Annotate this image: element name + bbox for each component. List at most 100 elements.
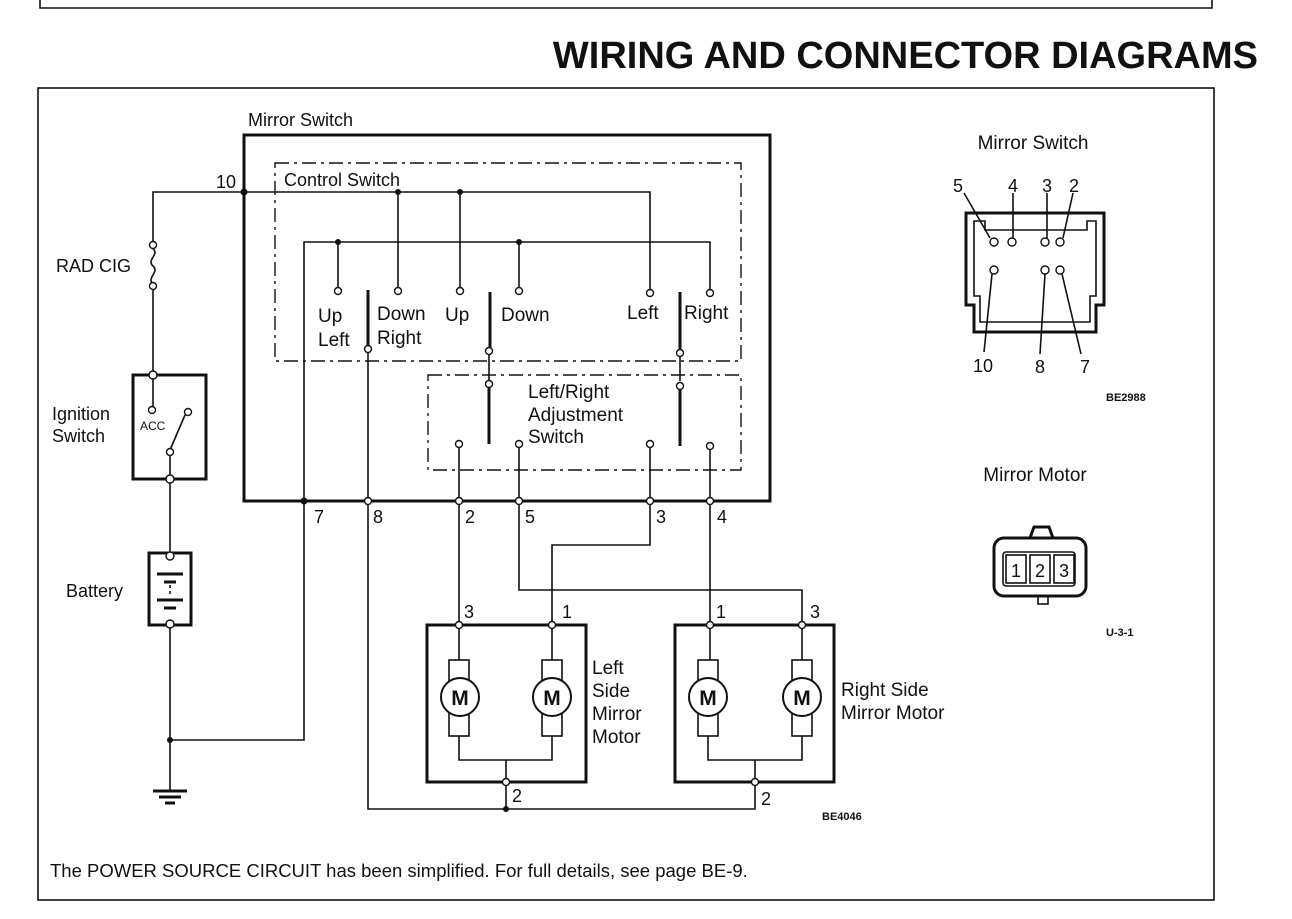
motor-symbol: M <box>699 687 717 710</box>
acc-label: ACC <box>140 419 166 433</box>
right-motor-label: Mirror Motor <box>841 703 945 724</box>
mirror-switch-box <box>242 133 772 503</box>
connector-mirror-switch-title: Mirror Switch <box>978 133 1089 154</box>
connector-pin <box>1007 237 1017 247</box>
left-motor-label: Left <box>592 658 624 679</box>
right-motor-pin-label: 2 <box>761 789 771 809</box>
contact-up <box>455 286 465 296</box>
connector-pin <box>1055 265 1065 275</box>
adj-contact <box>514 439 524 449</box>
motor-icon <box>782 677 822 717</box>
battery-box <box>147 551 193 627</box>
label-right: Right <box>684 303 729 324</box>
right-motor-pin <box>750 777 760 787</box>
mirror-switch-label: Mirror Switch <box>248 110 353 130</box>
connector-mirror-motor-inner <box>1002 551 1076 587</box>
acc-contact <box>147 405 157 415</box>
ground-icon <box>153 789 187 805</box>
pin8-node <box>363 496 373 506</box>
connector-ref-code: BE2988 <box>1106 392 1146 404</box>
right-motor-pin <box>797 620 807 630</box>
right-motor-pin <box>705 620 715 630</box>
adj-contact <box>705 441 715 451</box>
top-frame <box>39 0 1213 9</box>
motor-icon <box>688 677 728 717</box>
wire-pin8-to-motors <box>367 505 756 810</box>
right-motor-leads <box>709 629 803 660</box>
connector-mirror-switch-outline <box>964 211 1106 334</box>
connector-pin <box>989 237 999 247</box>
connector-pin <box>989 265 999 275</box>
connector-mirror-motor-title: Mirror Motor <box>983 465 1087 486</box>
adj-contact <box>454 439 464 449</box>
control-switch-box <box>274 162 742 362</box>
battery-terminal <box>165 551 175 561</box>
connector-pin <box>1040 265 1050 275</box>
contact-up-left <box>333 286 343 296</box>
connector-ref-code: U-3-1 <box>1106 627 1134 639</box>
motor-symbol: M <box>793 687 811 710</box>
blade-pivot <box>675 348 685 358</box>
connector-pin <box>1055 237 1065 247</box>
contact-down-right <box>393 286 403 296</box>
adjustment-label: Left/Right <box>528 382 610 403</box>
fuse-terminal <box>148 281 158 291</box>
pin5-node <box>514 496 524 506</box>
pin-label-3: 3 <box>656 507 666 527</box>
connector-pin-label: 2 <box>1035 561 1045 581</box>
rad-cig-label: RAD CIG <box>56 256 131 276</box>
left-motor-leads <box>458 629 553 660</box>
diagram-border <box>37 87 1215 901</box>
contact-left <box>645 288 655 298</box>
connector-pin-label: 10 <box>973 356 993 376</box>
left-motor-common-wire <box>458 736 553 782</box>
ignition-label: Switch <box>52 426 105 446</box>
adj-contact <box>645 439 655 449</box>
left-motor-pin-label: 1 <box>562 602 572 622</box>
pin-label-10: 10 <box>216 172 236 192</box>
connector-latch <box>1028 525 1055 539</box>
left-motor-pin <box>454 620 464 630</box>
pin-label-2: 2 <box>465 507 475 527</box>
label-up: Up <box>445 305 469 326</box>
ignition-terminal <box>165 474 175 484</box>
left-motor-pin-label: 2 <box>512 786 522 806</box>
control-switch-label: Control Switch <box>284 170 400 190</box>
ignition-terminal <box>148 370 158 380</box>
adjustment-switch-box <box>427 374 742 471</box>
connector-cavity <box>1029 554 1051 584</box>
left-motor-label: Mirror <box>592 704 642 725</box>
adj-pivot <box>675 381 685 391</box>
adjustment-label: Adjustment <box>528 405 624 426</box>
pin-label-7: 7 <box>314 507 324 527</box>
connector-pin-label: 1 <box>1011 561 1021 581</box>
connector-key <box>1037 595 1049 605</box>
bus-pin10 <box>244 191 651 290</box>
blade-pivot <box>484 346 494 356</box>
pin-label-5: 5 <box>525 507 535 527</box>
ignition-switch-lever <box>169 414 186 451</box>
connector-pin <box>1040 237 1050 247</box>
ignition-label: Ignition <box>52 404 110 424</box>
connector-pin-label: 4 <box>1008 176 1018 196</box>
left-motor-label: Motor <box>592 727 641 748</box>
connector-pin-label: 3 <box>1059 561 1069 581</box>
ignition-pivot <box>165 447 175 457</box>
wire-pin5-to-right-motor <box>518 505 803 624</box>
wire-pin10-to-fuse <box>152 191 244 245</box>
contact-right <box>705 288 715 298</box>
left-motor-label: Side <box>592 681 630 702</box>
label-up-left: Left <box>318 330 350 351</box>
contact-down <box>514 286 524 296</box>
pin-label-4: 4 <box>717 507 727 527</box>
connector-pin-label: 8 <box>1035 357 1045 377</box>
right-motor-pin-label: 3 <box>810 602 820 622</box>
right-motor-common-wire <box>707 736 803 782</box>
fuse-terminal <box>148 240 158 250</box>
ignition-contact <box>183 407 193 417</box>
left-motor-pin <box>501 777 511 787</box>
connector-leader-lines <box>983 273 1082 355</box>
connector-cavity <box>1053 554 1075 584</box>
